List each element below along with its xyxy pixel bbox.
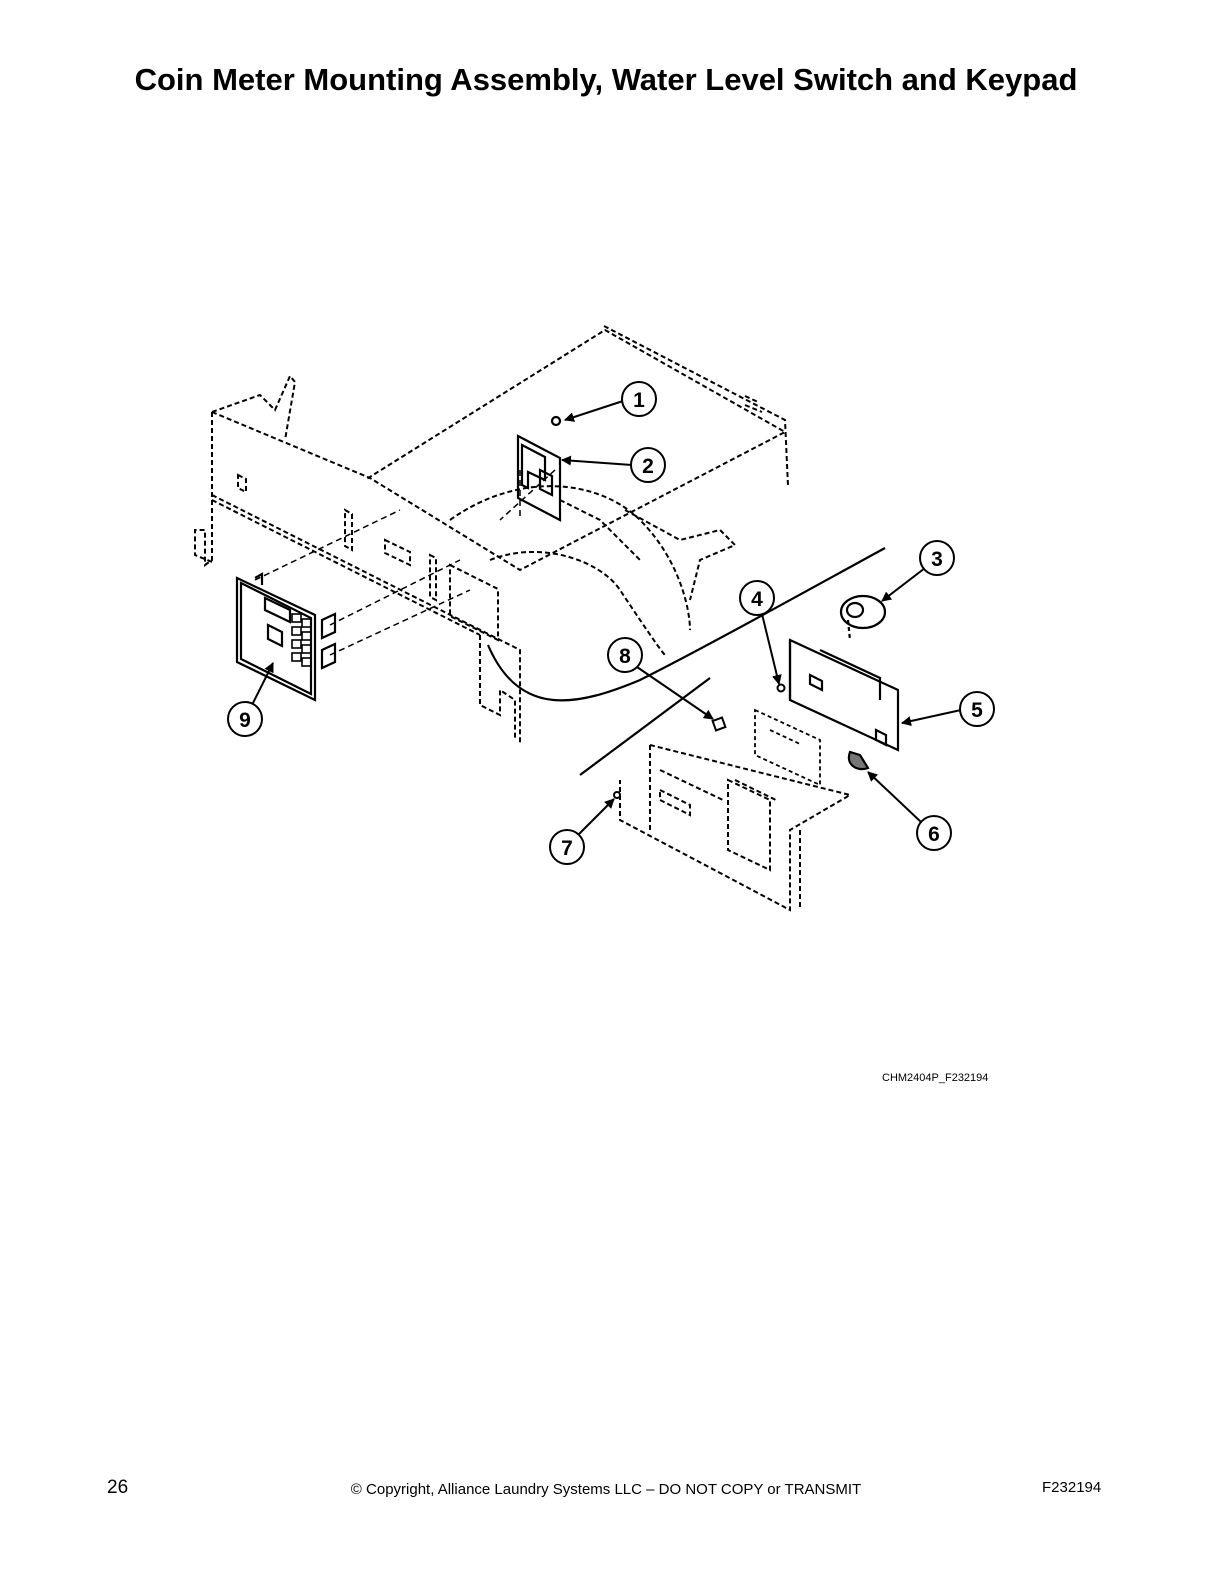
page-number: 26 xyxy=(107,1477,129,1498)
leader-line xyxy=(252,662,274,704)
callout-circle xyxy=(916,815,952,851)
callout-9: 9 xyxy=(227,662,274,737)
callout-circle xyxy=(621,381,657,417)
callout-number: 3 xyxy=(931,548,943,571)
callout-2: 2 xyxy=(561,447,666,483)
callout-number: 5 xyxy=(971,699,983,722)
drawing-reference: CHM2404P_F232194 xyxy=(882,1072,989,1084)
coin-meter-panel xyxy=(619,744,853,912)
callout-number: 6 xyxy=(928,823,940,846)
callout-circle xyxy=(959,691,995,727)
copyright-notice: © Copyright, Alliance Laundry Systems LL… xyxy=(350,1481,862,1498)
callout-8: 8 xyxy=(607,637,714,720)
callout-number: 1 xyxy=(633,389,645,412)
page-title: Coin Meter Mounting Assembly, Water Leve… xyxy=(134,62,1078,97)
cover xyxy=(788,638,900,752)
callout-circle xyxy=(549,829,585,865)
callout-3: 3 xyxy=(881,540,955,602)
circuit-board xyxy=(754,708,821,787)
small-hardware xyxy=(613,683,786,799)
callout-number: 2 xyxy=(642,455,654,478)
callout-7: 7 xyxy=(549,798,615,865)
document-code: F232194 xyxy=(1042,1479,1102,1496)
keypad xyxy=(235,572,337,702)
console-frame xyxy=(194,325,789,745)
water-level-switch xyxy=(839,594,887,641)
coin-meter-bracket xyxy=(516,415,562,522)
callout-1: 1 xyxy=(564,381,657,422)
leader-line xyxy=(761,613,782,685)
callout-circle xyxy=(227,701,263,737)
callout-number: 9 xyxy=(239,709,251,732)
callout-5: 5 xyxy=(901,691,995,727)
leader-line xyxy=(561,455,633,466)
callout-number: 8 xyxy=(619,645,631,668)
leader-line xyxy=(564,400,624,422)
callout-circle xyxy=(630,447,666,483)
leader-line xyxy=(636,666,714,720)
harness-clip xyxy=(847,750,870,771)
callout-number: 4 xyxy=(751,588,763,611)
leader-line xyxy=(901,709,962,726)
callout-6: 6 xyxy=(867,771,952,851)
callout-circle xyxy=(739,580,775,616)
callout-circle xyxy=(607,637,643,673)
leader-line xyxy=(867,771,922,823)
callout-4: 4 xyxy=(739,580,782,685)
leader-line xyxy=(576,798,615,837)
callout-number: 7 xyxy=(561,837,573,860)
wire-harness-lines xyxy=(486,547,886,776)
callout-circle xyxy=(919,540,955,576)
leader-line xyxy=(881,567,926,602)
